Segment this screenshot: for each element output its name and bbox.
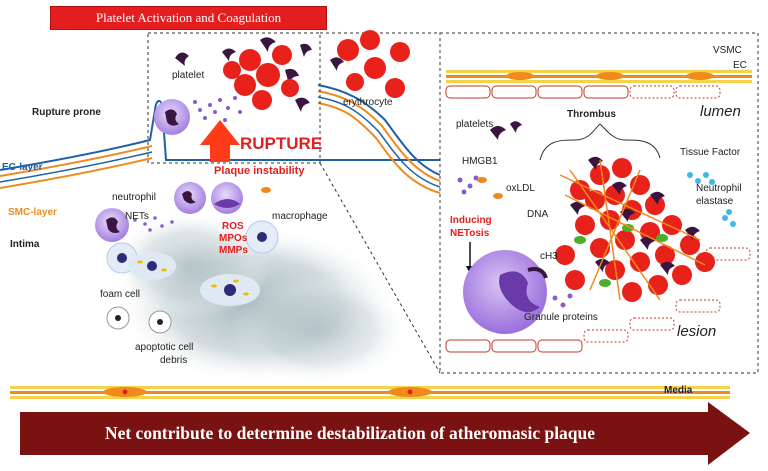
hmgb1-label: HMGB1 [462, 156, 498, 167]
neutrophil-elastase-label-2: elastase [696, 196, 734, 207]
rupture-prone-label: Rupture prone [32, 107, 101, 118]
rupture-site-box [147, 32, 321, 164]
nets-neutrophil [95, 208, 174, 242]
neutrophil-label: neutrophil [112, 192, 156, 203]
media-layer [10, 386, 730, 399]
activated-neutrophil-rupture [154, 99, 190, 135]
neutrophil-elastase-label-1: Neutrophil [696, 183, 742, 194]
platelet-label: platelet [172, 70, 205, 81]
intima-cells [95, 182, 279, 334]
inducing-label: Inducing [450, 215, 492, 226]
ec-label: EC [733, 60, 747, 71]
free-erythrocytes [330, 30, 410, 98]
ec-layer-label: EC-layer [2, 162, 43, 173]
thrombus-mass [552, 156, 736, 308]
rupture-site-cells [154, 37, 312, 162]
inset-ec-layer-bottom [445, 247, 751, 353]
thrombus-brace [539, 123, 661, 161]
vsmc-label: VSMC [713, 45, 742, 56]
smc-layer-label: SMC-layer [8, 207, 57, 218]
granule-proteins-label: Granule proteins [524, 312, 598, 323]
erythrocyte-label: erythrocyte [343, 97, 393, 108]
ch3-label: cH3 [540, 251, 558, 262]
inset-ec-layer-top [445, 85, 721, 99]
neutrophil-cell [174, 182, 243, 214]
thrombus-inset-box [439, 32, 759, 374]
zoom-line-bottom [319, 162, 441, 374]
tissue-factor-label: Tissue Factor [680, 147, 741, 158]
oxldl-label: oxLDL [506, 183, 535, 194]
conclusion-text: Net contribute to determine destabilizat… [104, 422, 596, 443]
apoptotic-debris-label: debris [160, 355, 188, 366]
foam-cell-group [128, 252, 260, 306]
erythrocyte-cluster [223, 45, 299, 110]
nets-label: NETs [125, 211, 149, 222]
lesion-label: lesion [677, 323, 717, 340]
media-label: Media [664, 385, 693, 396]
apoptotic-cells [106, 306, 172, 334]
conclusion-arrow [20, 402, 750, 465]
macrophage-label: macrophage [272, 211, 328, 222]
platelets-label: platelets [456, 119, 494, 130]
macrophage-cell [106, 220, 279, 274]
thrombus-label: Thrombus [567, 109, 616, 120]
inset-vsmc-layer [446, 70, 752, 83]
oxldl-dot-left [261, 187, 271, 193]
debris-dots [193, 96, 242, 122]
platelet-cluster [175, 37, 312, 112]
intima-label: Intima [10, 239, 40, 250]
mmps-label: MMPs [219, 245, 248, 256]
rupture-label: RUPTURE [240, 134, 323, 153]
netosis-neutrophil [463, 250, 548, 334]
vessel-wall-layers [0, 84, 441, 194]
dna-label: DNA [527, 209, 549, 220]
apoptotic-cell-label: apoptotic cell [135, 342, 194, 353]
netosis-label: NETosis [450, 228, 490, 239]
mpos-label: MPOs [219, 233, 248, 244]
lumen-label: lumen [700, 103, 741, 120]
inset-legend-icons [457, 121, 522, 274]
foam-cell-label: foam cell [100, 289, 141, 300]
ros-label: ROS [222, 221, 244, 232]
rupture-arrow [200, 120, 240, 162]
plaque-instability-label: Plaque instability [214, 165, 305, 177]
title-banner: Platelet Activation and Coagulation [50, 6, 327, 30]
